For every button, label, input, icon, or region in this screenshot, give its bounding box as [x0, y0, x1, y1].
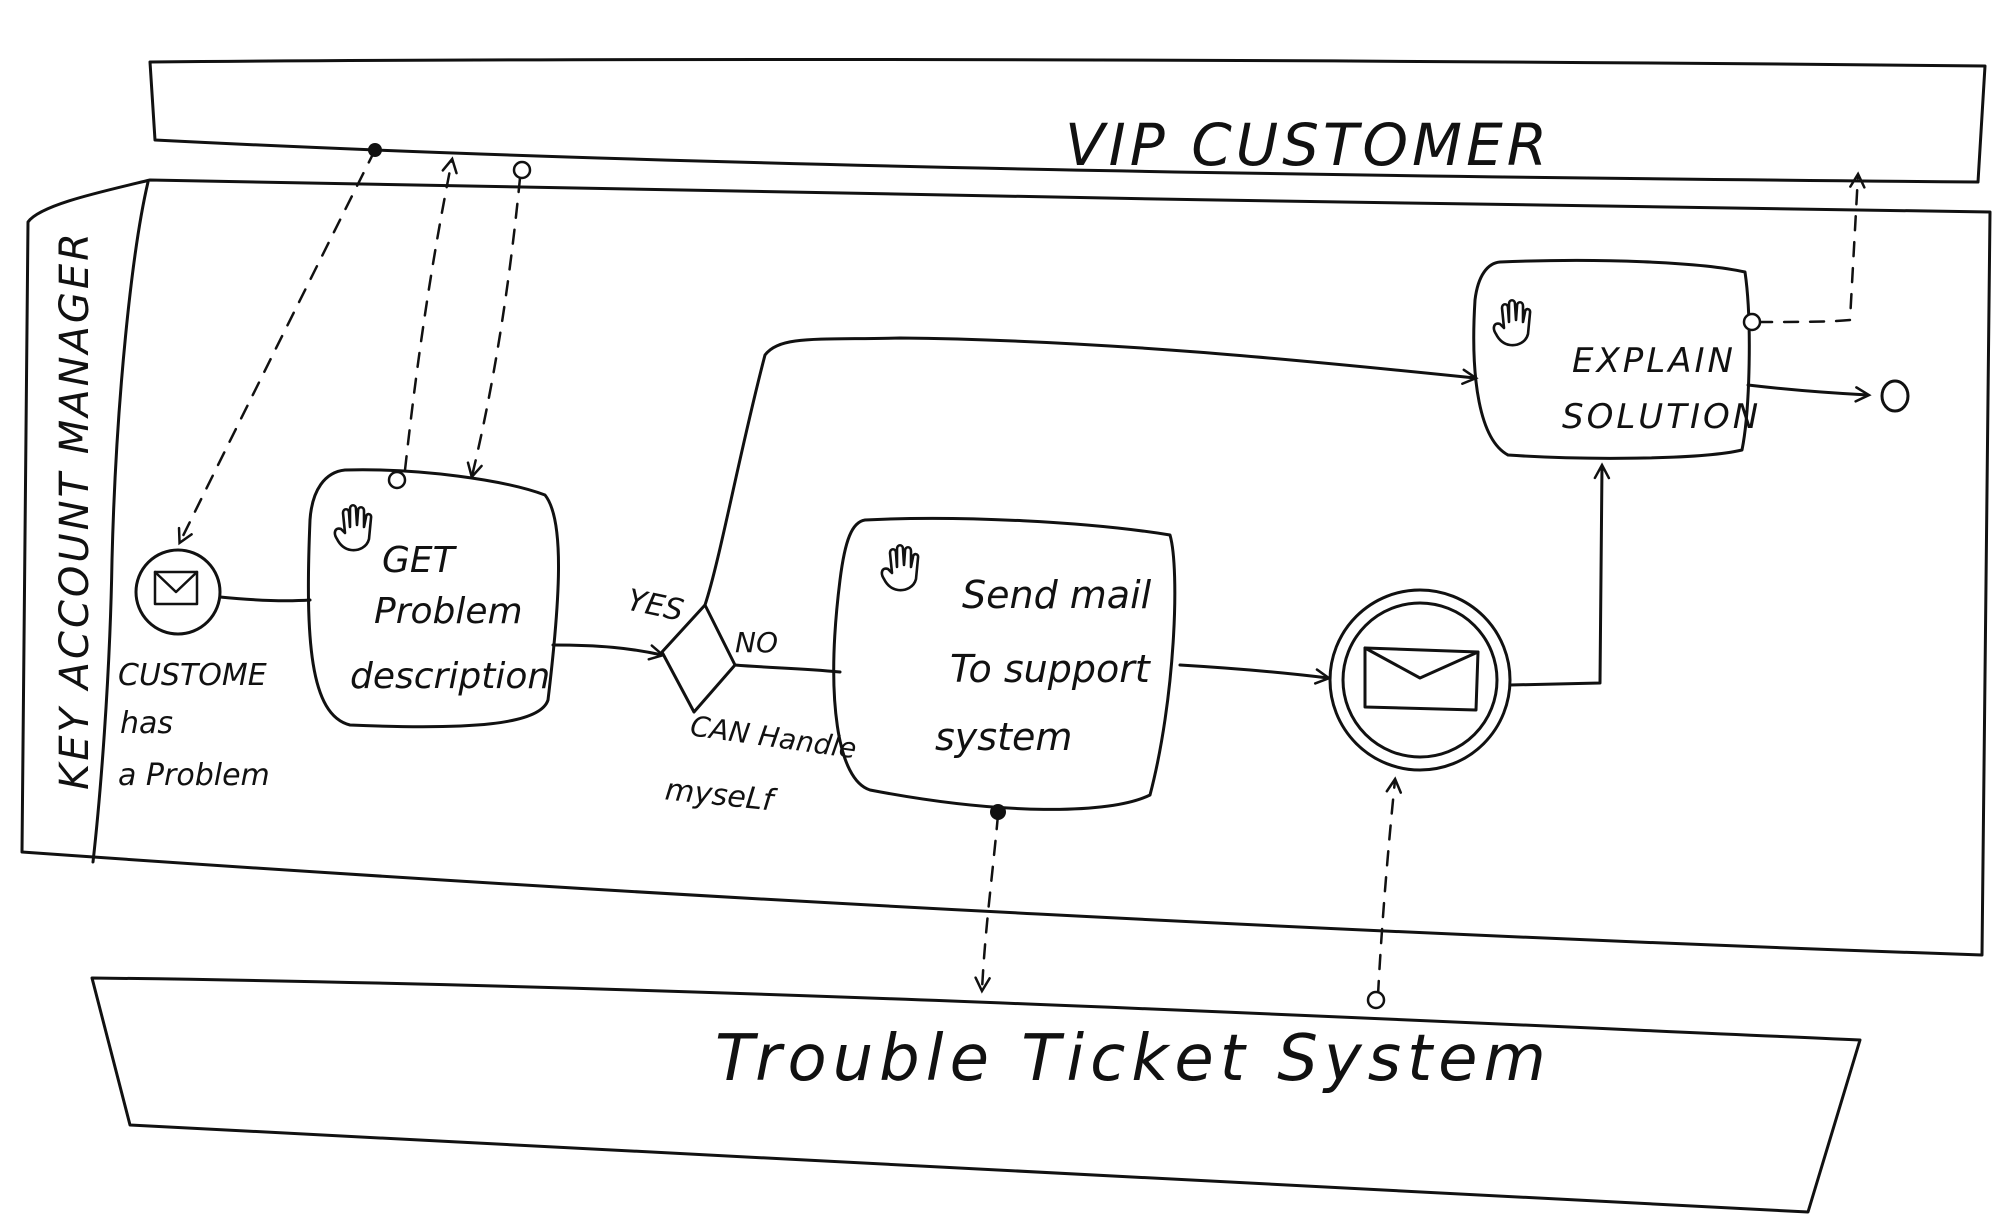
message-flow-customer-to-start	[177, 148, 377, 546]
flow-gateway-yes-to-explain	[703, 336, 1479, 607]
explain-solution-task-label-line-1: EXPLAIN	[1572, 341, 1736, 381]
hand-icon	[880, 543, 920, 592]
message-flows	[177, 143, 1866, 1010]
get-problem-task[interactable]: GET Problem description	[306, 468, 560, 729]
customer-pool-label: VIP CUSTOMER	[1065, 111, 1551, 179]
manager-pool-border	[20, 178, 1992, 957]
envelope-icon	[153, 570, 199, 606]
ticket-system-pool-border	[90, 976, 1862, 1214]
manager-pool: KEY ACCOUNT MANAGER	[20, 178, 1992, 957]
customer-pool: VIP CUSTOMER	[148, 57, 1987, 184]
send-mail-task[interactable]: Send mail To support system	[832, 516, 1177, 811]
customer-pool-border	[148, 57, 1987, 184]
manager-pool-header-divider	[91, 180, 150, 864]
gateway-condition-line-2: myseLf	[663, 772, 779, 819]
ticket-system-pool-label: Trouble Ticket System	[715, 1022, 1552, 1096]
message-flow-ticket-system-to-intermediate	[1376, 776, 1403, 997]
message-flow-customer-to-get-problem	[466, 176, 522, 480]
send-mail-task-label-line-1: Send mail	[962, 573, 1152, 617]
flow-gateway-no-to-send-mail	[733, 663, 842, 674]
message-flow-explain-to-customer	[1756, 171, 1866, 324]
send-mail-task-box	[832, 516, 1177, 811]
get-problem-task-label-line-1: GET	[382, 540, 458, 581]
send-mail-task-label-line-3: system	[935, 715, 1072, 759]
explain-solution-task[interactable]: EXPLAIN SOLUTION	[1472, 258, 1761, 460]
explain-solution-task-label-line-2: SOLUTION	[1562, 397, 1761, 437]
message-flow-get-problem-to-customer	[403, 156, 458, 472]
get-problem-task-box	[306, 468, 560, 729]
gateway-yes-label: YES	[624, 583, 686, 629]
message-flow-source-dot	[368, 143, 382, 157]
message-flow-source-circle	[1366, 990, 1386, 1010]
flow-send-mail-to-intermediate	[1178, 663, 1332, 685]
start-event-label-line-3: a Problem	[118, 758, 270, 793]
hand-icon	[1492, 298, 1532, 347]
get-problem-task-label-line-2: Problem	[374, 591, 523, 632]
message-flow-send-mail-to-ticket-system	[974, 813, 1000, 994]
start-event-label-line-2: has	[120, 706, 173, 741]
message-flow-source-circle	[512, 160, 532, 180]
send-mail-task-label-line-2: To support	[950, 647, 1152, 691]
explain-solution-task-box	[1472, 258, 1751, 460]
flow-get-problem-to-gateway	[551, 643, 666, 661]
flow-explain-to-end	[1746, 383, 1872, 403]
hand-icon	[333, 503, 373, 552]
start-message-event[interactable]	[134, 548, 222, 636]
get-problem-task-label-line-3: description	[350, 656, 550, 697]
end-event[interactable]	[1880, 379, 1910, 413]
gateway-condition-line-1: CAN Handle	[688, 709, 858, 765]
manager-pool-label: KEY ACCOUNT MANAGER	[52, 230, 98, 790]
gateway-no-label: NO	[735, 626, 778, 659]
flow-start-to-get-problem	[218, 595, 312, 603]
envelope-icon	[1363, 646, 1480, 712]
message-flow-source-circle	[387, 470, 407, 490]
message-flow-source-circle	[1742, 312, 1762, 332]
intermediate-message-event[interactable]	[1328, 588, 1512, 772]
ticket-system-pool: Trouble Ticket System	[90, 976, 1862, 1214]
start-event-label-line-1: CUSTOME	[118, 658, 267, 693]
sequence-flows	[218, 336, 1872, 687]
flow-intermediate-to-explain	[1508, 462, 1611, 687]
message-flow-source-dot	[990, 804, 1006, 820]
